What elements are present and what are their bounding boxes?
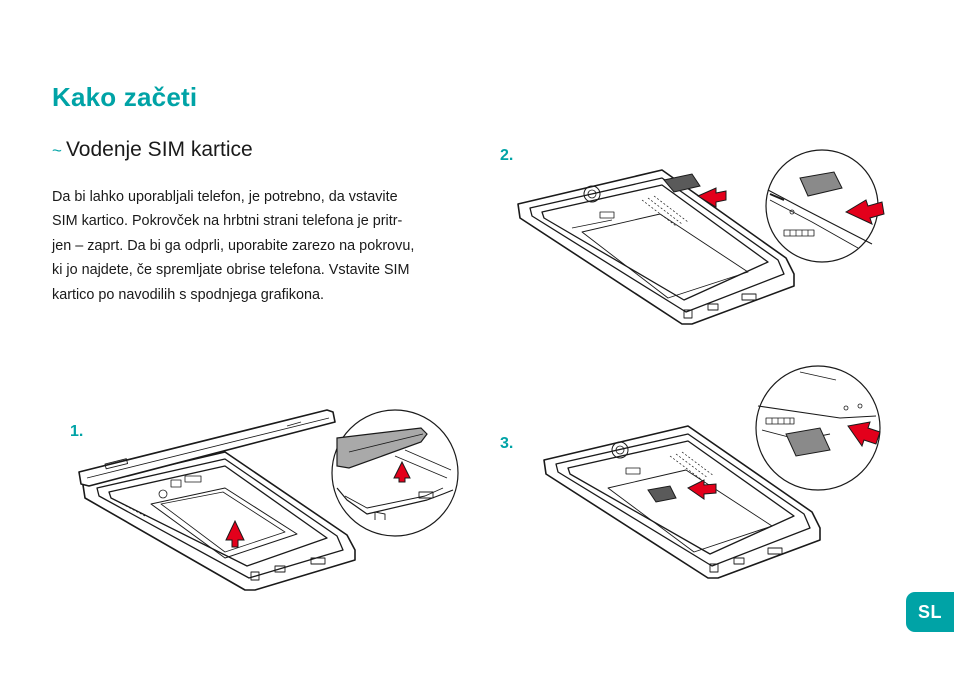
page-title: Kako začeti (52, 82, 198, 112)
left-arrow-icon (844, 199, 885, 225)
step-3-number: 3. (500, 435, 514, 452)
up-arrow-icon (225, 519, 245, 548)
language-badge: SL (906, 592, 954, 632)
step-2-illustration (517, 149, 885, 325)
instructions-paragraph: Da bi lahko uporabljali telefon, je potr… (52, 185, 464, 307)
sim-card-icon (663, 173, 701, 193)
instructions-line: SIM kartico. Pokrovček na hrbtni strani … (52, 213, 403, 230)
left-arrow-icon (696, 187, 727, 208)
step-1-number: 1. (70, 423, 84, 440)
instructions-line: ki jo najdete, če spremljate obrise tele… (52, 262, 410, 279)
step-3-illustration (543, 365, 881, 579)
sim-card-icon (647, 485, 677, 503)
instructions-line: Da bi lahko uporabljali telefon, je potr… (52, 189, 398, 205)
sim-card-icon (799, 171, 843, 197)
section-heading-text: Vodenje SIM kartice (65, 138, 253, 161)
instructions-line: kartico po navodilih s spodnjega grafiko… (52, 286, 324, 303)
up-arrow-icon (393, 460, 411, 483)
left-arrow-icon (687, 479, 717, 500)
step-1-illustration (78, 409, 459, 591)
left-arrow-icon (847, 421, 881, 448)
section-marker: ~ (52, 141, 62, 160)
sim-card-icon (785, 427, 831, 457)
instructions-line: jen – zaprt. Da bi ga odprli, uporabite … (52, 237, 415, 254)
section-heading: ~Vodenje SIM kartice (52, 138, 253, 162)
step-2-number: 2. (500, 147, 514, 164)
